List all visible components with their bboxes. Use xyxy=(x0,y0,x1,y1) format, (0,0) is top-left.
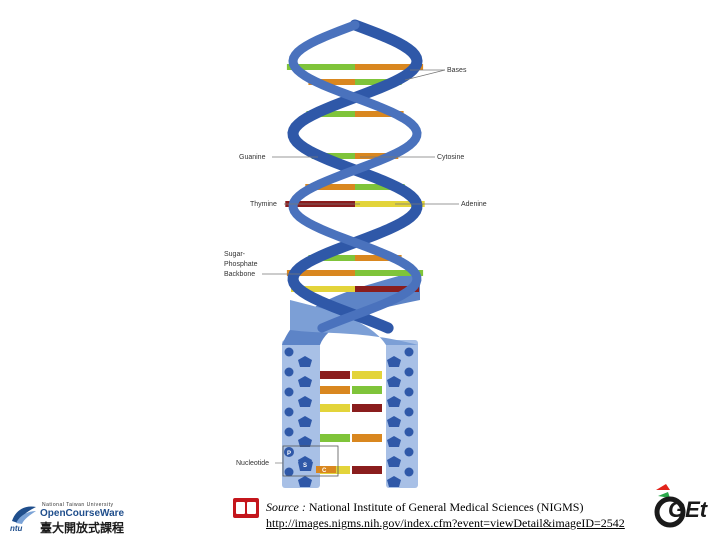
ntu-emblem-icon xyxy=(12,506,36,524)
source-text: National Institute of General Medical Sc… xyxy=(308,500,584,514)
base-right xyxy=(355,111,404,117)
label-cytosine: Cytosine xyxy=(437,154,464,161)
ladder-phosphate-left xyxy=(284,407,294,417)
ladder-phosphate-right xyxy=(404,347,414,357)
ladder-sugar-left xyxy=(298,436,312,447)
label-adenine: Adenine xyxy=(461,201,487,208)
base-right xyxy=(355,64,424,70)
base-left xyxy=(308,255,355,261)
ladder-sugar-right xyxy=(387,356,401,367)
label-bases: Bases xyxy=(447,67,467,74)
ladder-phosphate-left xyxy=(284,347,294,357)
ntu-university-name: National Taiwan University xyxy=(42,502,114,508)
ladder-base-left xyxy=(320,434,350,442)
ladder-base-right xyxy=(352,466,382,474)
backbone-strand-back xyxy=(288,20,422,333)
ladder-sugar-right xyxy=(387,476,401,487)
ladder-base-right xyxy=(352,386,382,394)
label-backbone-1: Sugar- xyxy=(224,251,246,258)
ntu-ocw-name: OpenCourseWare xyxy=(40,508,125,519)
label-backbone-3: Backbone xyxy=(224,271,255,278)
label-lines xyxy=(262,69,459,464)
ladder-phosphate-right xyxy=(404,407,414,417)
phosphate-letter: P xyxy=(287,451,291,457)
ladder-phosphate-right xyxy=(404,467,414,477)
nucleotide-base xyxy=(316,466,336,473)
ladder-sugar-right xyxy=(387,436,401,447)
strand-transition-2 xyxy=(290,300,418,345)
get-logo-icon xyxy=(654,484,686,528)
ladder-phosphate-left xyxy=(284,387,294,397)
sugar-letter: S xyxy=(303,463,307,469)
ladder-base-right xyxy=(352,371,382,379)
sugar-node xyxy=(298,458,313,471)
base-right xyxy=(355,286,419,292)
base-right xyxy=(355,79,402,85)
base-left xyxy=(286,64,355,70)
ladder-sugar-right xyxy=(387,456,401,467)
get-logo-text: GEt xyxy=(668,497,708,522)
base-left xyxy=(305,184,355,190)
ladder-phosphate-right xyxy=(404,387,414,397)
ladder-rungs xyxy=(320,371,382,474)
ladder-sugar-left xyxy=(298,416,312,427)
copyright-icon-left xyxy=(236,502,245,514)
base-right xyxy=(355,153,399,159)
base-right xyxy=(355,201,425,207)
source-link[interactable]: http://images.nigms.nih.gov/index.cfm?ev… xyxy=(266,516,625,530)
bases-line-2 xyxy=(404,69,446,81)
ladder-base-right xyxy=(352,404,382,412)
source-citation: Source : National Institute of General M… xyxy=(266,500,583,515)
ladder-phosphate-right xyxy=(404,427,414,437)
base-letter: C xyxy=(322,468,327,474)
label-backbone-2: Phosphate xyxy=(224,261,258,268)
ladder-sugar-left xyxy=(298,376,312,387)
ladder-sugar-left xyxy=(298,396,312,407)
ladder-base-left xyxy=(320,404,350,412)
label-thymine: Thymine xyxy=(250,201,277,208)
ladder-phosphate-right xyxy=(404,367,414,377)
ladder-phosphate-left xyxy=(284,467,294,477)
ntu-short-name: ntu xyxy=(10,524,23,533)
ladder-sugar-left xyxy=(298,476,312,487)
ladder-phosphate-right xyxy=(404,447,414,457)
base-right xyxy=(355,270,424,276)
label-nucleotide: Nucleotide xyxy=(236,460,269,467)
base-left xyxy=(291,286,355,292)
ladder-sugar-left xyxy=(298,356,312,367)
ladder-phosphate-left xyxy=(284,367,294,377)
phosphate-node xyxy=(284,447,294,457)
ntu-chinese-name: 臺大開放式課程 xyxy=(40,521,125,535)
ladder-sugar-right xyxy=(387,396,401,407)
copyright-icon xyxy=(233,498,259,518)
base-left xyxy=(286,270,355,276)
base-right xyxy=(355,184,405,190)
base-left xyxy=(308,79,355,85)
ladder-sugar-right xyxy=(387,376,401,387)
nucleotide-box xyxy=(282,445,339,477)
label-guanine: Guanine xyxy=(239,154,266,161)
backbone-strand-front xyxy=(287,19,423,334)
source-label: Source : xyxy=(266,500,306,514)
base-right xyxy=(355,255,402,261)
ladder-base-left xyxy=(320,371,350,379)
base-left xyxy=(306,111,355,117)
ladder-phosphate-left xyxy=(284,427,294,437)
copyright-icon-right xyxy=(247,502,256,514)
ladder-base-right xyxy=(352,434,382,442)
ladder-sugar-right xyxy=(387,416,401,427)
ladder-base-left xyxy=(320,386,350,394)
